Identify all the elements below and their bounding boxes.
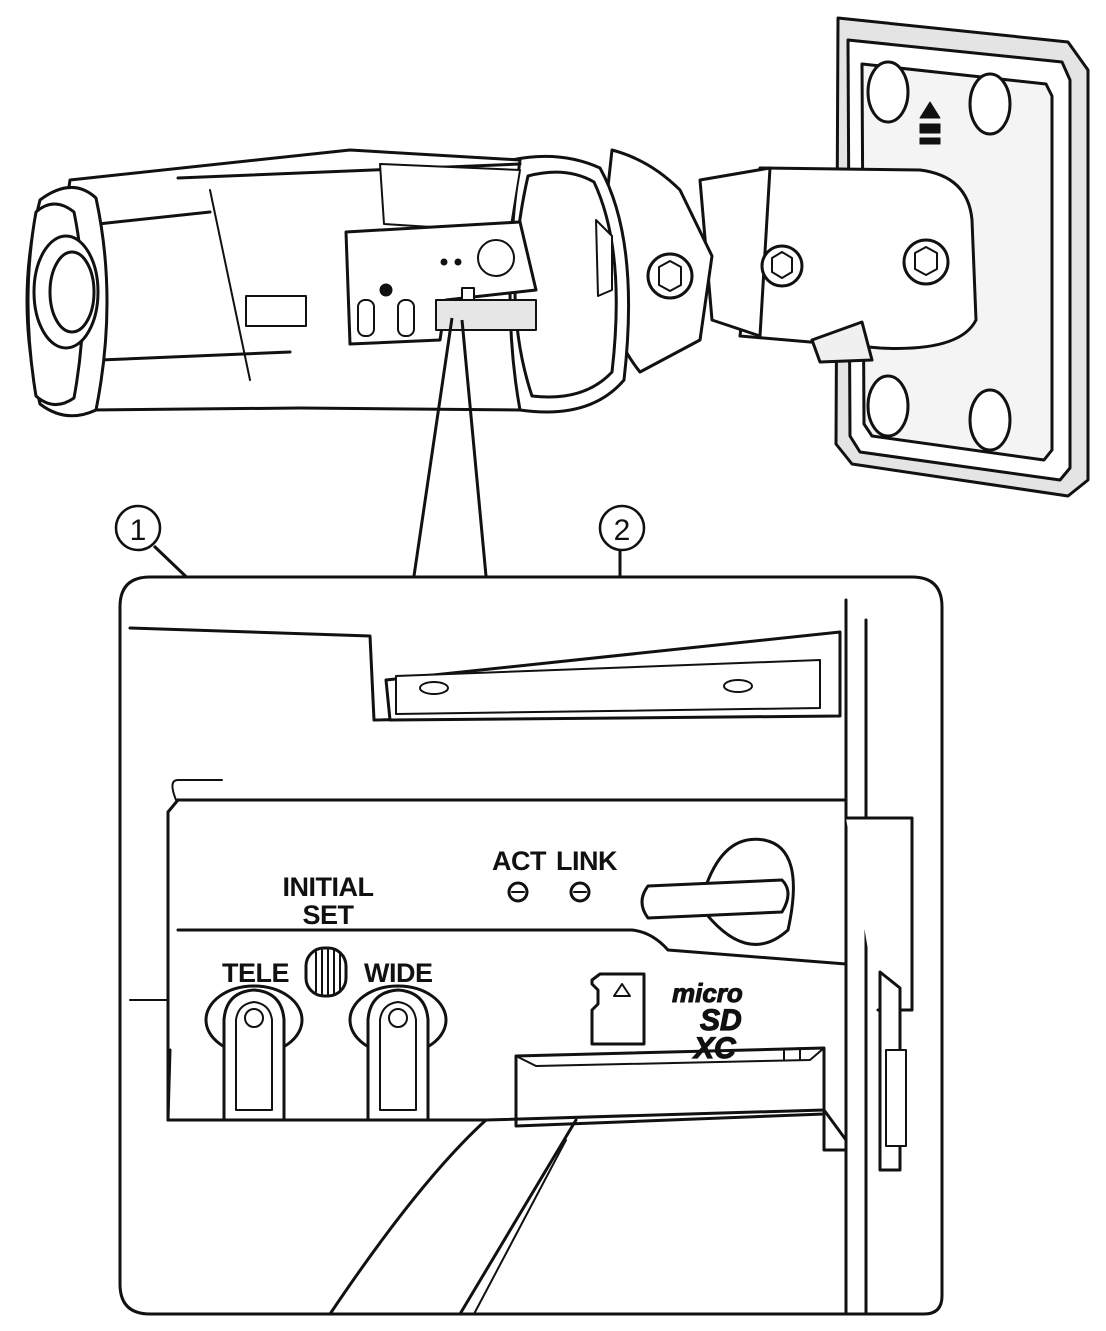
wide-switch	[348, 984, 448, 1122]
callout-2-number: 2	[614, 514, 631, 547]
mount-hole-4	[968, 388, 1012, 452]
initial-set-label-line1: INITIAL	[283, 872, 374, 902]
camera-body-drawing	[25, 16, 1090, 498]
initial-set-label-line2: SET	[302, 900, 354, 930]
lens-hood	[25, 186, 109, 418]
wide-label: WIDE	[364, 958, 433, 988]
callout-1-number: 1	[130, 514, 147, 547]
arrow-up-icon	[919, 101, 941, 119]
tele-label: TELE	[222, 958, 289, 988]
microsd-card-icon	[590, 972, 646, 1046]
micro-logo-text: micro	[672, 978, 743, 1008]
xc-logo-text: XC	[692, 1032, 737, 1065]
microsdxc-logo: micro SD XC	[672, 978, 744, 1066]
bracket-arm	[698, 166, 978, 364]
link-label: LINK	[556, 846, 618, 876]
control-panel-small	[344, 220, 538, 346]
callout-1: 1	[114, 504, 162, 552]
mount-hole-2	[968, 72, 1012, 136]
mount-hole-3	[866, 374, 910, 438]
sd-logo-text: SD	[700, 1004, 742, 1037]
callout-2: 2	[598, 504, 646, 552]
act-label: ACT	[492, 846, 547, 876]
triangle-icon	[613, 983, 631, 997]
zoom-panel	[118, 575, 944, 1316]
tele-switch	[204, 984, 304, 1122]
mount-hole-1	[866, 60, 910, 124]
